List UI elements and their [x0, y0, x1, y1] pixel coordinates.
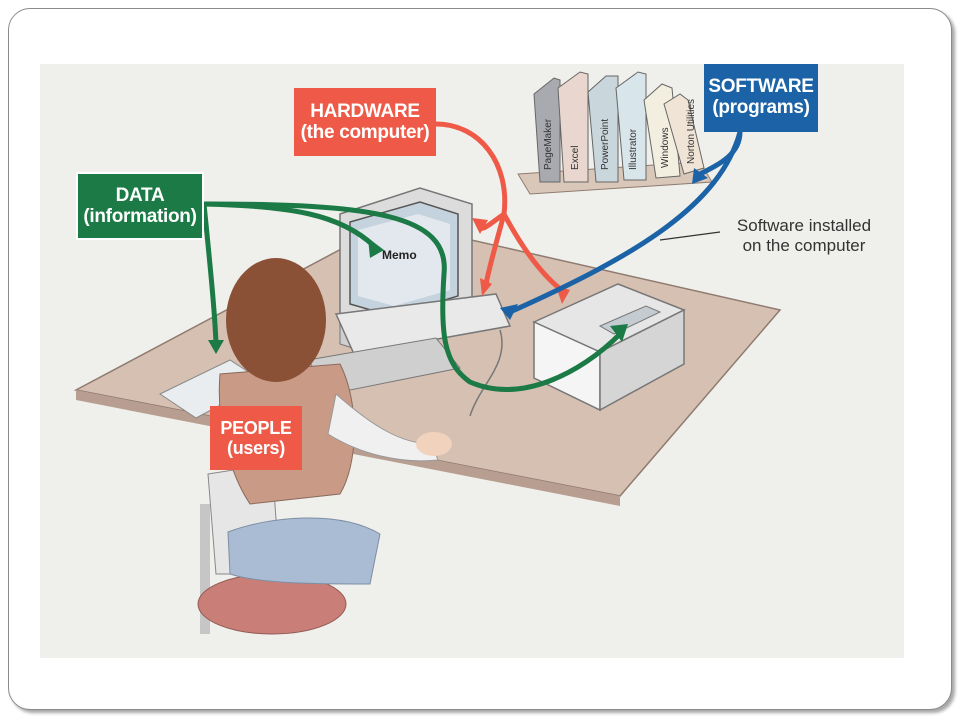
software-installed-note: Software installed on the computer [724, 216, 884, 255]
software-arrowhead-shelf [692, 168, 708, 184]
hardware-subtitle: (the computer) [300, 122, 430, 143]
data-title: DATA [115, 184, 165, 206]
data-label: DATA (information) [76, 172, 204, 240]
data-arrowhead-paper [208, 340, 224, 354]
book-label: PageMaker [543, 118, 554, 170]
data-arrowhead-printer [610, 324, 628, 342]
book-label: Windows [660, 127, 671, 168]
note-line1: Software installed [736, 216, 872, 235]
printer [532, 283, 686, 412]
software-subtitle: (programs) [712, 97, 810, 118]
book-label: PowerPoint [600, 118, 611, 170]
software-arrows [508, 131, 743, 315]
monitor-screen-text: Memo [382, 248, 417, 262]
data-subtitle: (information) [83, 206, 197, 227]
note-line2: on the computer [742, 235, 866, 255]
illustration-drawing [73, 71, 782, 635]
computer-system-illustration: Memo PageMaker Excel PowerPoint Illustra… [40, 64, 904, 658]
people-label: PEOPLE (users) [210, 406, 302, 470]
hardware-label: HARDWARE (the computer) [294, 88, 436, 156]
hardware-arrowhead-monitor [472, 218, 488, 234]
software-arrowhead-computer [500, 304, 518, 320]
book-label: Norton Utilities [686, 98, 697, 164]
hardware-arrows [435, 121, 566, 294]
hardware-title: HARDWARE [310, 100, 420, 122]
books [533, 71, 705, 183]
book-label: Excel [570, 145, 581, 170]
people-title: PEOPLE [220, 417, 292, 438]
data-arrows [201, 201, 622, 392]
software-title: SOFTWARE [708, 75, 814, 97]
note-leader-line [659, 231, 721, 241]
hardware-arrowhead-computer [480, 278, 492, 296]
people-subtitle: (users) [227, 438, 285, 458]
book-label: Illustrator [628, 128, 639, 170]
software-label: SOFTWARE (programs) [704, 64, 818, 132]
data-arrowhead-monitor [368, 238, 384, 258]
